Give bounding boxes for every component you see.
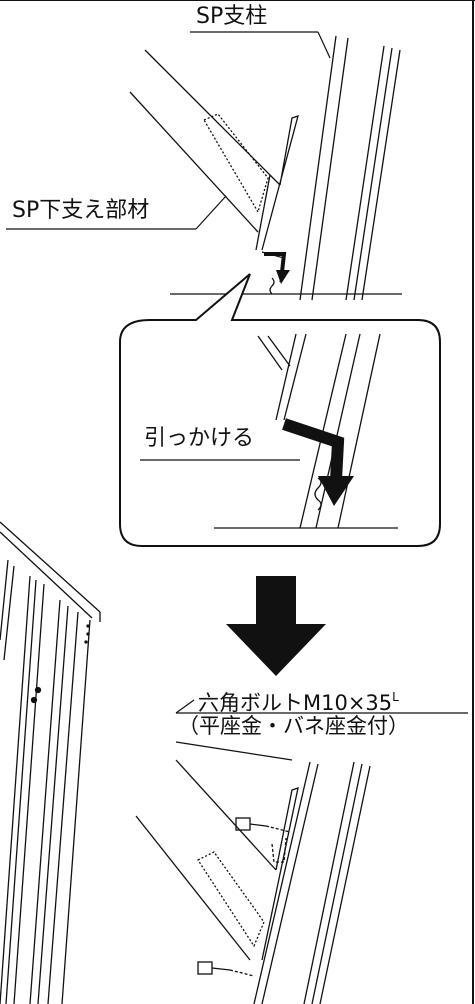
storage-shed [0,521,101,1004]
hook-arrow-small [264,252,290,284]
bottom-detail [135,699,468,1004]
sp-post-label: SP支柱 [196,4,268,29]
hex-bolt-length-unit: L [392,690,399,704]
callout-content [140,333,398,529]
hook-arrow-large [282,418,354,506]
top-detail [6,31,402,301]
sp-under-support-label: SP下支え部材 [12,198,150,223]
hex-bolt-text: 六角ボルトM10×35 [198,691,393,715]
callout-bubble [119,273,441,547]
washer-label: （平座金・バネ座金付） [178,714,409,738]
hook-on-label: 引っかける [144,426,255,451]
down-arrow [226,576,326,676]
hex-bolt-label: 六角ボルトM10×35L [198,691,399,714]
